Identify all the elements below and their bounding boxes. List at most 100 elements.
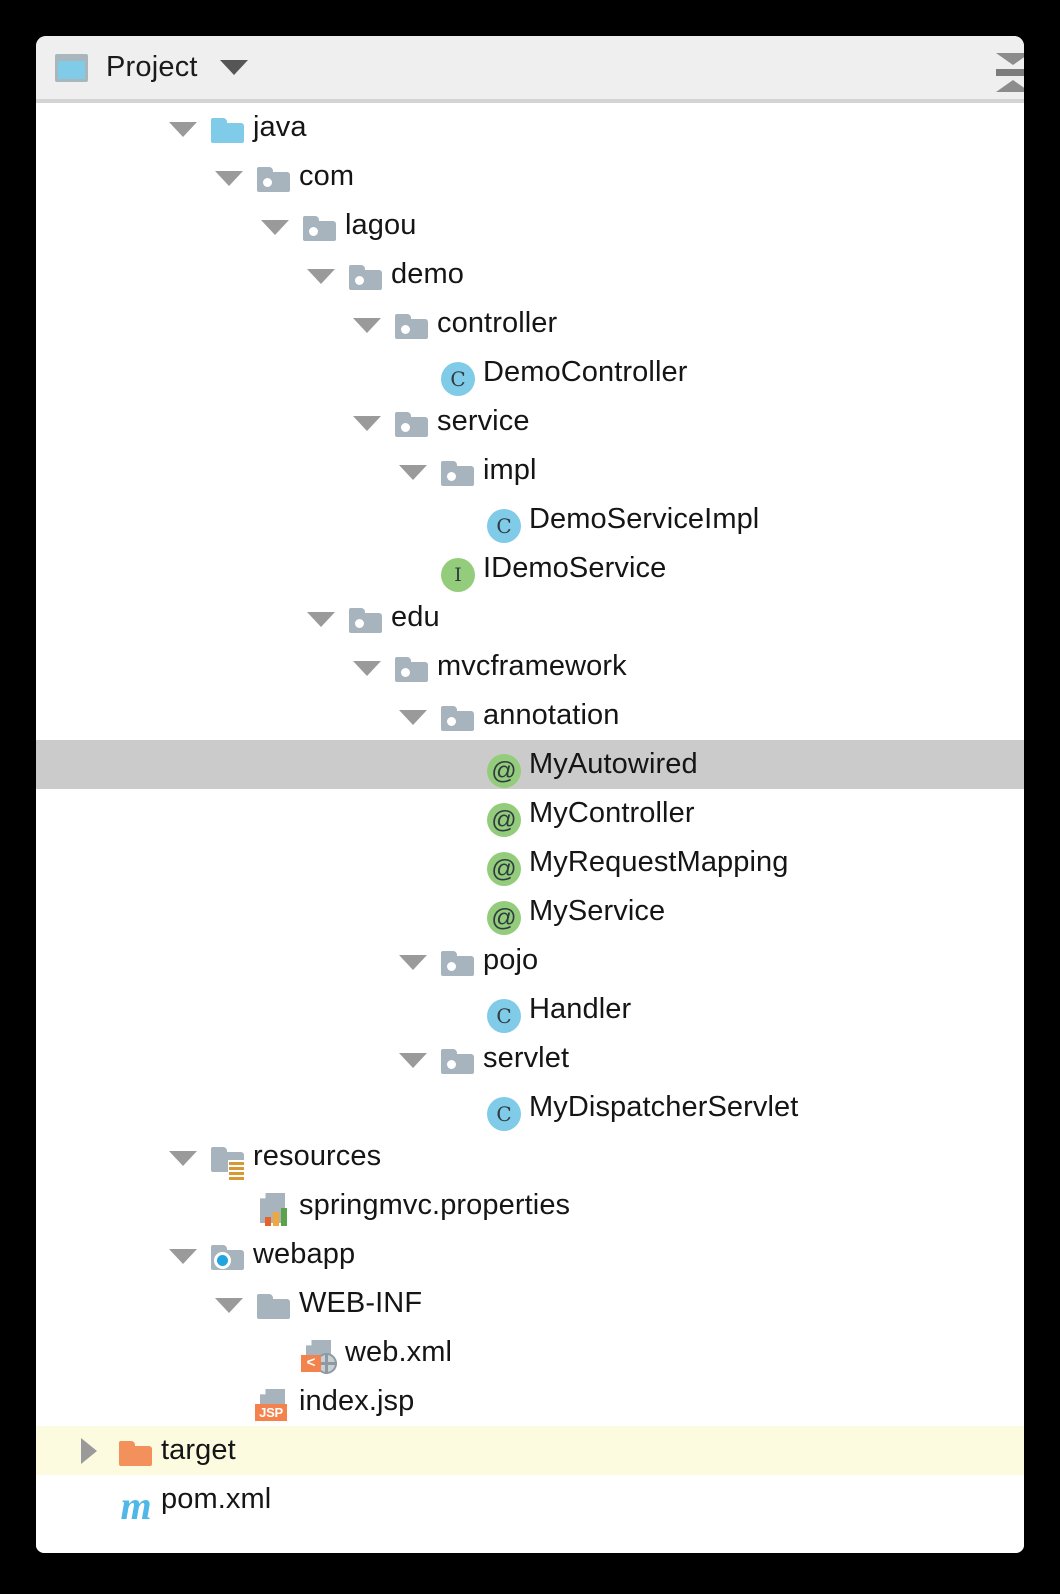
tree-node-label: edu <box>391 601 440 633</box>
tree-node-label: IDemoService <box>483 552 667 584</box>
java-class-icon: C <box>485 992 521 1033</box>
tree-node-label: impl <box>483 454 537 486</box>
tree-node-label: com <box>299 160 355 192</box>
expand-arrow-icon[interactable] <box>399 465 427 480</box>
java-interface-icon: I <box>439 551 475 592</box>
package-folder-icon <box>439 453 475 489</box>
package-folder-icon <box>255 159 291 195</box>
tree-node-resources[interactable]: resources <box>36 1132 1024 1181</box>
tree-node-java[interactable]: java <box>36 103 1024 152</box>
expand-arrow-icon[interactable] <box>307 612 335 627</box>
expand-arrow-icon[interactable] <box>169 1151 197 1166</box>
java-annotation-icon: @ <box>485 845 521 886</box>
java-annotation-icon: @ <box>485 747 521 788</box>
expand-arrow-icon[interactable] <box>307 269 335 284</box>
package-folder-icon <box>439 1041 475 1077</box>
expand-arrow-icon[interactable] <box>353 416 381 431</box>
package-folder-icon <box>301 208 337 244</box>
tree-node-label: DemoController <box>483 356 688 388</box>
expand-arrow-icon[interactable] <box>399 1053 427 1068</box>
tree-node-label: springmvc.properties <box>299 1189 571 1221</box>
tree-node-label: annotation <box>483 699 620 731</box>
tree-node-label: mvcframework <box>437 650 627 682</box>
expand-arrow-icon[interactable] <box>353 318 381 333</box>
folder-icon <box>255 1286 291 1322</box>
tree-node-edu[interactable]: edu <box>36 593 1024 642</box>
tree-node-label: MyService <box>529 895 666 927</box>
tree-node-annotation[interactable]: annotation <box>36 691 1024 740</box>
resources-folder-icon <box>209 1139 245 1180</box>
tree-node-label: MyRequestMapping <box>529 846 789 878</box>
tree-node-label: service <box>437 405 530 437</box>
java-annotation-icon: @ <box>485 796 521 837</box>
chevron-down-icon[interactable] <box>219 60 248 75</box>
tree-node-label: lagou <box>345 209 417 241</box>
tree-node-pojo[interactable]: pojo <box>36 936 1024 985</box>
package-folder-icon <box>347 600 383 636</box>
tree-node-label: webapp <box>253 1238 356 1270</box>
tree-node-label: servlet <box>483 1042 570 1074</box>
properties-file-icon <box>255 1188 291 1226</box>
tree-node-springmvc-properties[interactable]: springmvc.properties <box>36 1181 1024 1230</box>
tree-node-label: demo <box>391 258 464 290</box>
tree-node-label: pojo <box>483 944 539 976</box>
tree-node-label: java <box>253 111 307 143</box>
page-title: Project <box>106 51 198 83</box>
tree-node-web-xml[interactable]: <web.xml <box>36 1328 1024 1377</box>
tree-node-mycontroller[interactable]: @MyController <box>36 789 1024 838</box>
tree-node-web-inf[interactable]: WEB-INF <box>36 1279 1024 1328</box>
tree-node-label: controller <box>437 307 558 339</box>
maven-pom-icon: m <box>120 1483 152 1528</box>
tree-node-myrequestmapping[interactable]: @MyRequestMapping <box>36 838 1024 887</box>
web-xml-file-icon: < <box>301 1335 337 1374</box>
tree-node-myautowired[interactable]: @MyAutowired <box>36 740 1024 789</box>
tree-node-label: Handler <box>529 993 632 1025</box>
expand-arrow-icon[interactable] <box>215 1298 243 1313</box>
tree-node-com[interactable]: com <box>36 152 1024 201</box>
package-folder-icon <box>393 404 429 440</box>
source-folder-icon <box>209 110 245 146</box>
expand-arrow-icon[interactable] <box>353 661 381 676</box>
tree-node-label: MyController <box>529 797 695 829</box>
package-folder-icon <box>439 943 475 979</box>
java-annotation-icon: @ <box>485 894 521 935</box>
tree-node-lagou[interactable]: lagou <box>36 201 1024 250</box>
tree-node-demo[interactable]: demo <box>36 250 1024 299</box>
tree-node-label: resources <box>253 1140 382 1172</box>
expand-arrow-icon[interactable] <box>215 171 243 186</box>
java-class-icon: C <box>439 355 475 396</box>
expand-arrow-icon[interactable] <box>169 1249 197 1264</box>
tree-node-impl[interactable]: impl <box>36 446 1024 495</box>
tree-node-label: target <box>161 1434 236 1466</box>
expand-arrow-icon[interactable] <box>399 955 427 970</box>
tree-node-label: WEB-INF <box>299 1287 423 1319</box>
tree-node-servlet[interactable]: servlet <box>36 1034 1024 1083</box>
expand-arrow-icon[interactable] <box>169 122 197 137</box>
tree-node-mvcframework[interactable]: mvcframework <box>36 642 1024 691</box>
tree-node-webapp[interactable]: webapp <box>36 1230 1024 1279</box>
tree-node-pom-xml[interactable]: m pom.xml <box>36 1475 1024 1528</box>
tree-node-label: web.xml <box>345 1336 453 1368</box>
tree-node-controller[interactable]: controller <box>36 299 1024 348</box>
tree-node-label: DemoServiceImpl <box>529 503 760 535</box>
jsp-file-icon: JSP <box>255 1384 291 1421</box>
tree-node-label: pom.xml <box>161 1483 272 1515</box>
collapse-expand-icon[interactable] <box>996 53 1024 95</box>
tree-node-label: MyDispatcherServlet <box>529 1091 799 1123</box>
expand-arrow-icon[interactable] <box>261 220 289 235</box>
expand-arrow-icon[interactable] <box>399 710 427 725</box>
tree-node-target[interactable]: target <box>36 1426 1024 1475</box>
tree-node-service[interactable]: service <box>36 397 1024 446</box>
tree-node-myservice[interactable]: @MyService <box>36 887 1024 936</box>
java-class-icon: C <box>485 502 521 543</box>
project-tool-window-header: Project <box>36 36 1024 103</box>
tree-node-label: index.jsp <box>299 1385 415 1417</box>
collapse-arrow-icon[interactable] <box>81 1438 97 1464</box>
